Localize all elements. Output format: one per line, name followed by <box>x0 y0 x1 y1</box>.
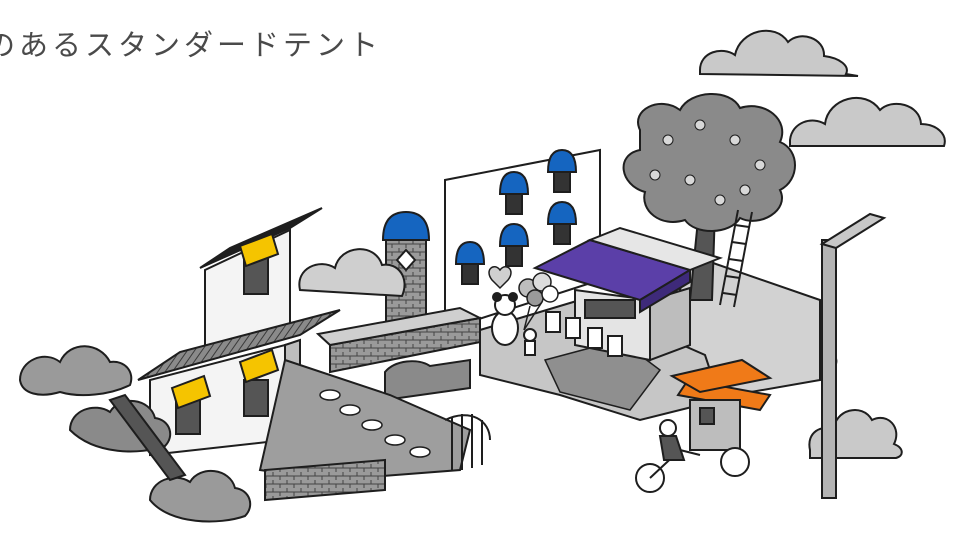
vendor-tricycle <box>635 358 773 493</box>
left-tree <box>18 345 252 523</box>
panda-character <box>491 292 519 346</box>
stone-bridge <box>315 306 484 402</box>
cloud-icon <box>789 96 946 147</box>
cloud-icon <box>699 29 859 77</box>
stone-tower <box>381 210 431 326</box>
yellow-awning-windows <box>170 232 280 435</box>
page-title: のあるスタンダードテント <box>0 28 383 62</box>
stepping-stones <box>319 389 431 458</box>
child-character <box>523 328 537 356</box>
street-light-pole <box>819 212 887 499</box>
heart-balloon-icon <box>488 266 512 290</box>
bush <box>298 248 406 298</box>
blue-awning-windows <box>454 148 578 285</box>
stall-stools <box>545 311 623 357</box>
garden-gate <box>444 414 491 470</box>
balloon-cluster-icon <box>518 272 559 331</box>
stone-fence <box>264 458 386 502</box>
ladder <box>719 209 753 308</box>
